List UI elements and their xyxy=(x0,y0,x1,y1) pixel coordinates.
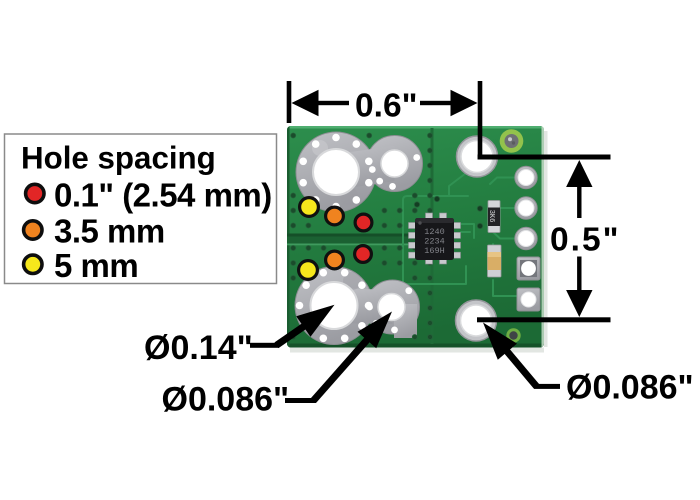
svg-text:3.5 mm: 3.5 mm xyxy=(54,213,165,250)
svg-text:169H: 169H xyxy=(424,246,444,256)
svg-text:0.6": 0.6" xyxy=(355,88,417,125)
svg-text:0.1" (2.54 mm): 0.1" (2.54 mm) xyxy=(54,177,272,214)
svg-text:Ø0.086": Ø0.086" xyxy=(566,369,694,407)
svg-text:0.5": 0.5" xyxy=(550,222,620,259)
svg-text:3K6: 3K6 xyxy=(487,210,495,223)
svg-text:5 mm: 5 mm xyxy=(54,247,138,284)
svg-text:2234: 2234 xyxy=(424,237,444,247)
svg-text:1240: 1240 xyxy=(424,227,444,237)
svg-text:Hole spacing: Hole spacing xyxy=(21,141,216,176)
svg-text:Ø0.14": Ø0.14" xyxy=(144,329,253,367)
svg-text:Ø0.086": Ø0.086" xyxy=(162,381,290,419)
